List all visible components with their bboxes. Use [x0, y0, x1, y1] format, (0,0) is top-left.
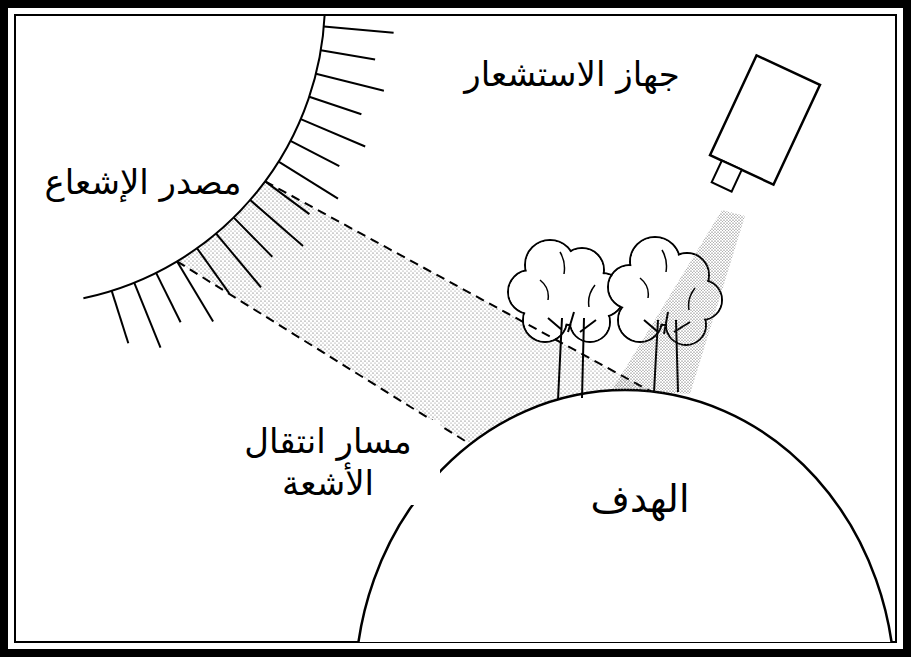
target-label: الهدف [589, 476, 692, 524]
source-label: مصدر الإشعاع [42, 161, 243, 204]
reflected-beam [612, 210, 745, 394]
beam-edge-upper [265, 181, 650, 391]
sensor-label: جهاز الاستشعار [462, 53, 681, 96]
sun-arc [83, 15, 325, 298]
tree-left [508, 240, 624, 400]
path-label: مسار انتقال الأشعة [216, 420, 440, 505]
sensor-device [700, 55, 820, 206]
beam-edge-lower [177, 261, 470, 444]
